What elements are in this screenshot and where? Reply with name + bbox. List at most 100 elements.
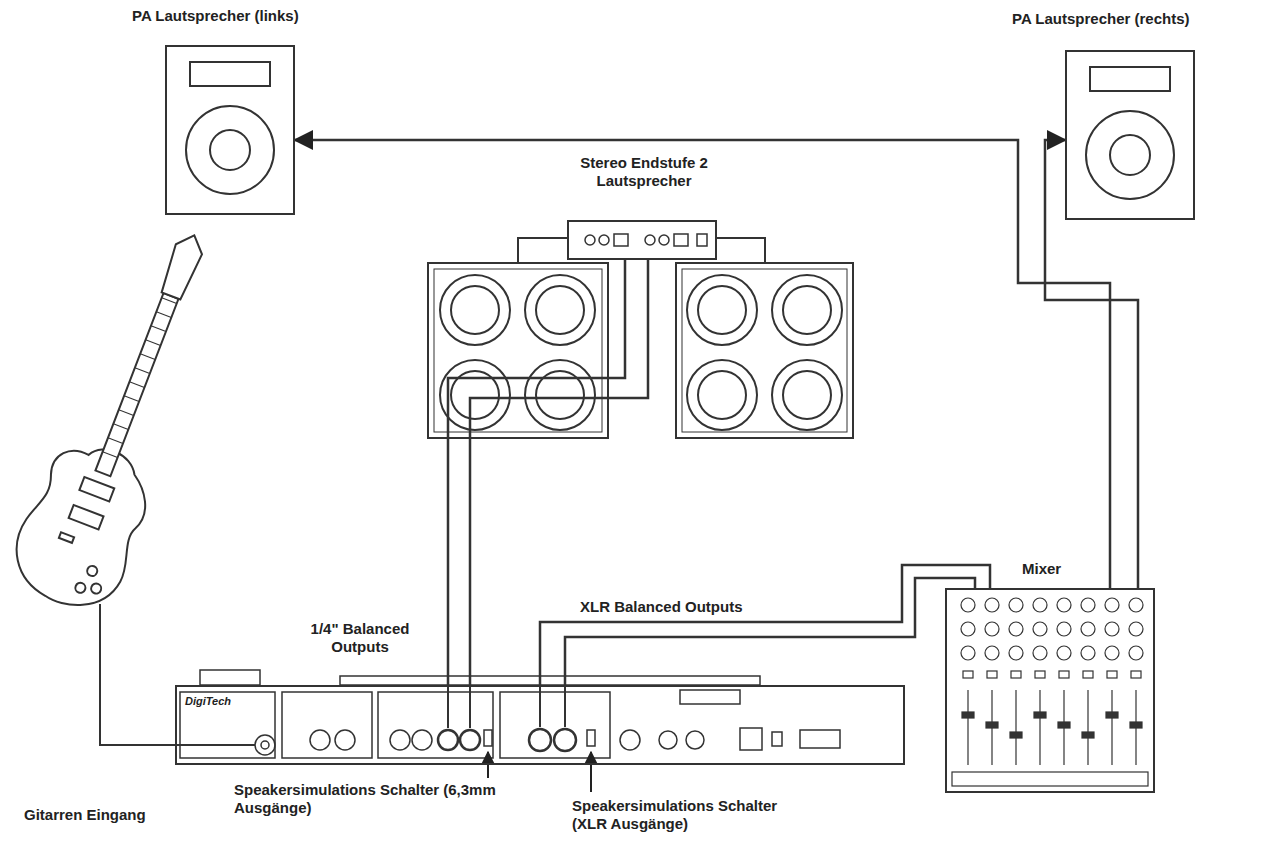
mixer-knob <box>1033 622 1047 636</box>
fader-cap <box>1130 722 1142 728</box>
speaker-cone <box>698 286 746 334</box>
cable <box>295 140 1110 588</box>
mixer-button <box>1059 671 1069 678</box>
power-amp: Stereo Endstufe 2 Lautsprecher <box>567 220 717 260</box>
speaker-cone <box>772 275 842 345</box>
fader-slot <box>967 690 968 765</box>
callout-label: 1/4" Balanced Outputs <box>283 620 437 656</box>
jack-cable <box>448 685 565 728</box>
pa-speaker-right <box>1086 67 1174 199</box>
mixer-knob <box>1057 646 1071 660</box>
fader-slot <box>1039 690 1040 765</box>
amp-rack-details <box>585 234 707 246</box>
fret-marks <box>103 298 177 458</box>
mixer-controls <box>952 598 1148 786</box>
gnx-panel <box>180 670 840 758</box>
mixer-knob <box>1129 598 1143 612</box>
mixer-knob <box>961 646 975 660</box>
node-label: Mixer <box>1022 560 1061 578</box>
leader-line <box>590 752 592 792</box>
callout-label: XLR Balanced Outputs <box>578 598 745 616</box>
mixer-button <box>1083 671 1093 678</box>
fret <box>135 368 150 374</box>
mixer-knob <box>1057 598 1071 612</box>
node-label: DigiTech <box>185 695 231 708</box>
speaker-cone <box>783 371 831 419</box>
fader-slot <box>1087 690 1088 765</box>
mixer-knob <box>1105 598 1119 612</box>
fret <box>162 298 177 304</box>
fret <box>108 438 123 444</box>
mixer-button <box>963 671 973 678</box>
pa-speaker: PA Lautsprecher (links) <box>165 45 295 215</box>
fader-slot <box>1111 690 1112 765</box>
fret <box>146 340 161 346</box>
mixer-knob <box>1129 622 1143 636</box>
mixer-button <box>987 671 997 678</box>
speaker-cone <box>525 275 595 345</box>
mixer-knob <box>1009 622 1023 636</box>
mixer-knob <box>1105 622 1119 636</box>
mixer-knob <box>1129 646 1143 660</box>
guitar-cable <box>100 604 255 745</box>
mixer-knob <box>1033 598 1047 612</box>
fret <box>113 424 128 430</box>
fader-cap <box>1082 732 1094 738</box>
mixer-knob <box>1081 622 1095 636</box>
fader-cap <box>962 712 974 718</box>
mixer-button <box>1107 671 1117 678</box>
fret <box>129 382 144 388</box>
mixer-button <box>1011 671 1021 678</box>
speaker-cone <box>772 360 842 430</box>
speaker-cone <box>451 286 499 334</box>
cable <box>540 565 990 685</box>
fret <box>140 354 155 360</box>
speaker-cone <box>440 360 510 430</box>
mixer-strip <box>952 772 1148 786</box>
cable <box>1045 140 1138 588</box>
speaker-cone <box>687 360 757 430</box>
node-label: Stereo Endstufe 2 Lautsprecher <box>574 154 714 190</box>
mixer-knob <box>961 622 975 636</box>
fret <box>151 326 166 332</box>
fret <box>103 452 118 458</box>
mixer-knob <box>1057 622 1071 636</box>
fret <box>124 396 139 402</box>
mixer-knob <box>1081 598 1095 612</box>
fader-cap <box>986 722 998 728</box>
pa-speaker-left <box>186 62 274 194</box>
node-label: PA Lautsprecher (links) <box>132 7 299 25</box>
callout-label: Speakersimulations Schalter (XLR Ausgäng… <box>570 797 784 833</box>
leader-line <box>487 752 489 778</box>
mixer-knob <box>1081 646 1095 660</box>
pa-speaker: PA Lautsprecher (rechts) <box>1065 50 1195 220</box>
mixer-knob <box>1009 598 1023 612</box>
speaker-cone <box>687 275 757 345</box>
speaker-cone <box>525 360 595 430</box>
callout-label: Gitarren Eingang <box>22 806 148 824</box>
fader-cap <box>1106 712 1118 718</box>
mixer-knob <box>1009 646 1023 660</box>
fader-cap <box>1010 732 1022 738</box>
fader-cap <box>1034 712 1046 718</box>
speaker-cone <box>698 371 746 419</box>
guitar <box>1 215 246 620</box>
fader-slot <box>1015 690 1016 765</box>
mixer-button <box>1035 671 1045 678</box>
mixer-box: Mixer <box>945 588 1155 793</box>
fret <box>156 312 171 318</box>
mixer-knob <box>985 646 999 660</box>
fret <box>119 410 134 416</box>
mixer-button <box>1131 671 1141 678</box>
callout-label: Speakersimulations Schalter (6,3mm Ausgä… <box>232 781 506 817</box>
speaker-cone <box>783 286 831 334</box>
fader-cap <box>1058 722 1070 728</box>
speaker-cabinets <box>428 263 853 438</box>
mixer-knob <box>985 598 999 612</box>
node-label: PA Lautsprecher (rechts) <box>1012 10 1190 28</box>
mixer-knob <box>985 622 999 636</box>
mixer-knob <box>961 598 975 612</box>
cable <box>565 578 975 685</box>
